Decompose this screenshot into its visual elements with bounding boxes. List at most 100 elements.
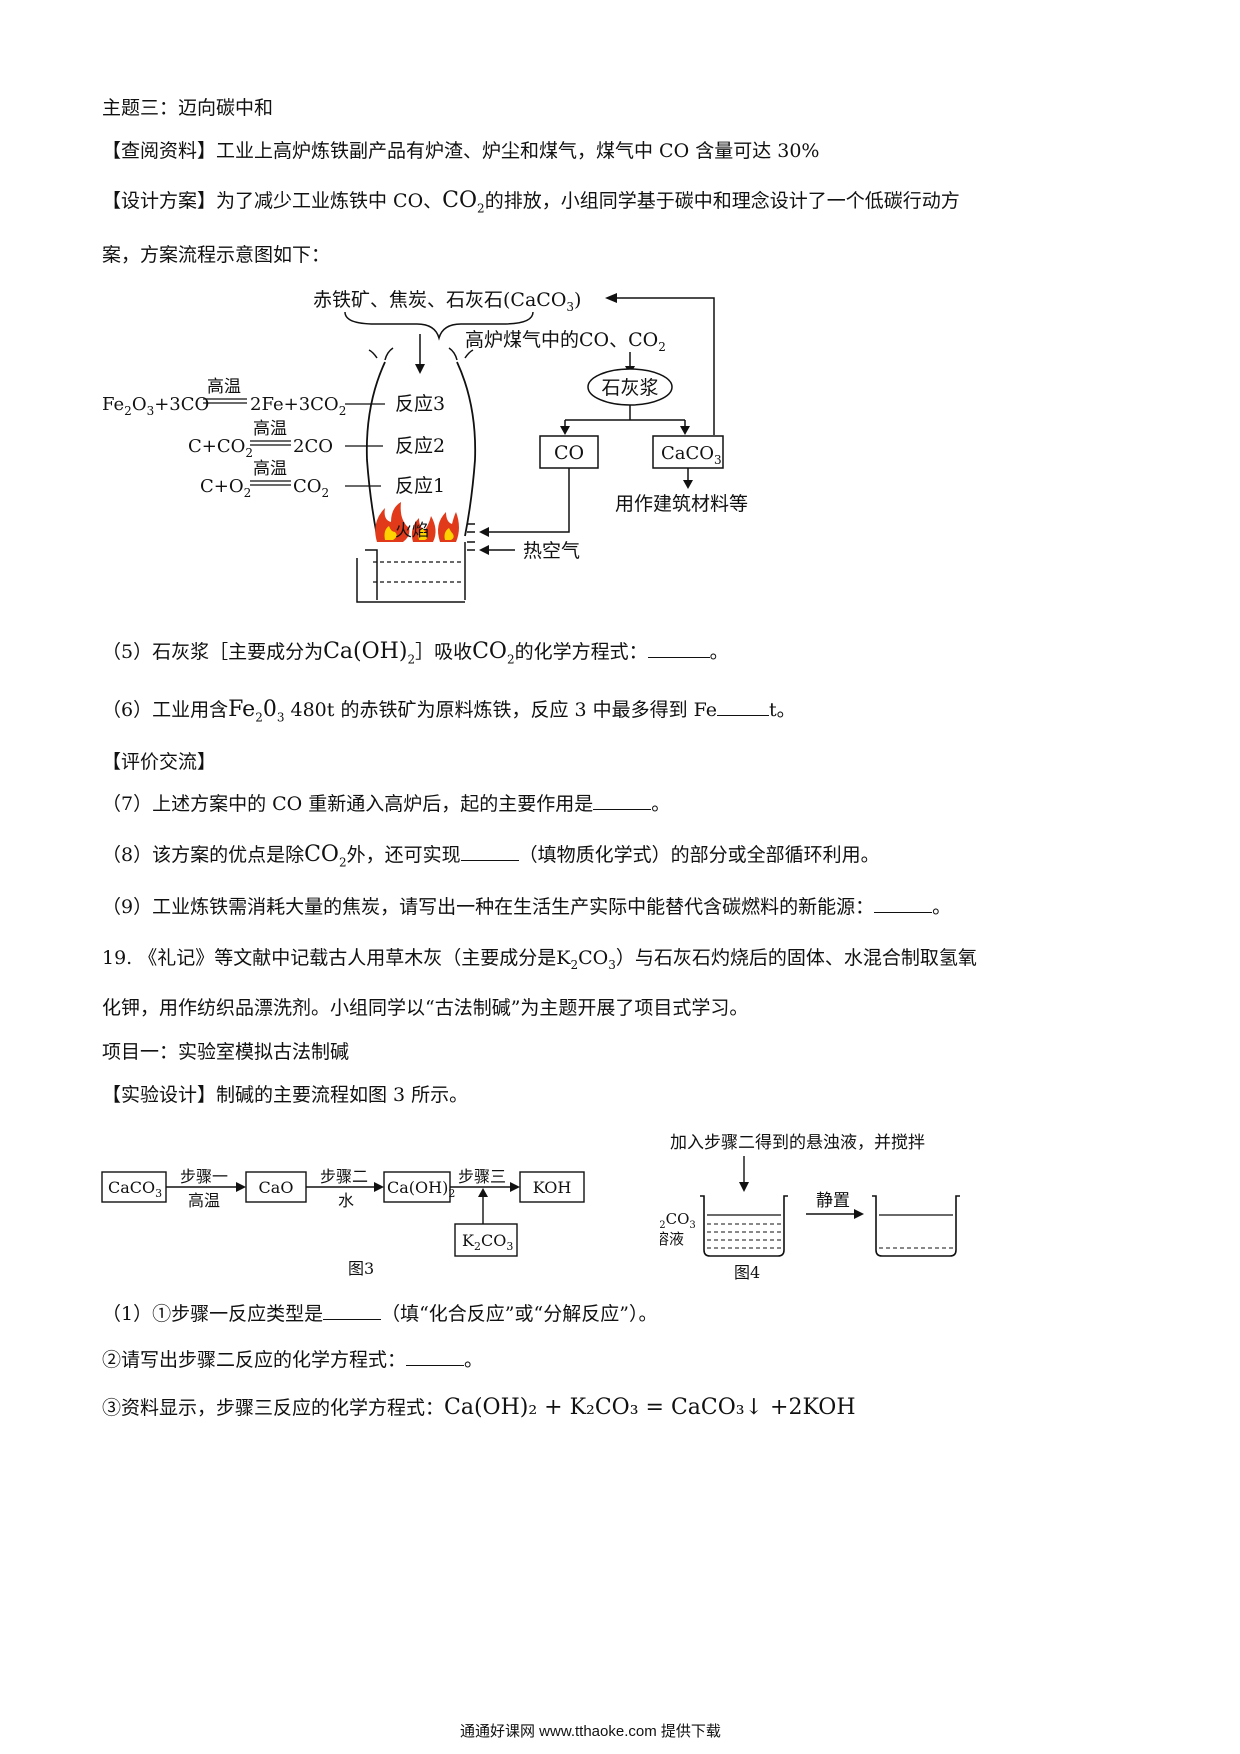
stand-label: 静置: [816, 1191, 850, 1211]
q7-text: （7）上述方案中的 CO 重新通入高炉后，起的主要作用是: [102, 793, 594, 815]
q19-question-1-2: ②请写出步骤二反应的化学方程式： 。: [102, 1348, 483, 1372]
project1-heading: 项目一：实验室模拟古法制碱: [102, 1041, 350, 1063]
q7-end: 。: [651, 793, 671, 815]
q8-text-c: （填物质化学式）的部分或全部循环利用。: [518, 844, 880, 866]
solution-word: 溶液: [660, 1230, 684, 1248]
q19-intro-line2: 化钾，用作纺织品漂洗剂。小组同学以“古法制碱”为主题开展了项目式学习。: [102, 997, 749, 1019]
footer-text: 通通好课网 www.tthaoke.com 提供下载: [460, 1723, 721, 1740]
flame-icon: [375, 502, 459, 542]
equation-1: C+O2: [200, 476, 251, 500]
co2-formula-q8: CO2: [304, 842, 347, 870]
flow-box-koh: [519, 1171, 585, 1203]
q6-text-b: 480t 的赤铁矿为原料炼铁，反应 3 中最多得到 Fe: [284, 699, 718, 721]
exp-text: 制碱的主要流程如图 3 所示。: [216, 1084, 469, 1106]
lookup-label: 【查阅资料】: [102, 140, 217, 162]
exp-label: 【实验设计】: [102, 1084, 217, 1106]
flow-box-k2co3: [454, 1223, 518, 1257]
brace-icon: [344, 311, 534, 341]
building-use-label: 用作建筑材料等: [615, 493, 748, 515]
step1-label: 步骤一: [180, 1167, 228, 1186]
q19-3-text: ③资料显示，步骤三反应的化学方程式：: [102, 1397, 445, 1419]
q6-end: t。: [769, 699, 796, 721]
co2-formula-q5: CO2: [472, 639, 515, 667]
question-6: （6）工业用含Fe203 480t 的赤铁矿为原料炼铁，反应 3 中最多得到 F…: [102, 698, 796, 729]
q19-intro-line1: 19. 《礼记》等文献中记载古人用草木灰（主要成分是K2CO3）与石灰石灼烧后的…: [102, 946, 977, 977]
equation-1-product: CO2: [293, 476, 329, 500]
flow-box-caoh2: [383, 1171, 451, 1203]
reaction2-label: 反应2: [395, 435, 445, 457]
flow-box-caco3-label: CaCO3: [108, 1178, 162, 1200]
q5-end: 。: [709, 641, 729, 663]
fig4-caption: 图4: [734, 1263, 760, 1282]
furnace-diagram: 赤铁矿、焦炭、石灰石(CaCO3) 高炉煤气中的CO、CO2 火焰 反应3 反应…: [102, 289, 748, 603]
hot-air-label: 热空气: [523, 540, 580, 562]
q19-intro-a: 19. 《礼记》等文献中记载古人用草木灰（主要成分是: [102, 947, 557, 969]
answer-blank-q19-1[interactable]: [323, 1303, 382, 1320]
q19-2-end: 。: [464, 1349, 484, 1371]
theme-heading: 主题三：迈向碳中和: [102, 97, 274, 119]
exp-design-paragraph: 【实验设计】制碱的主要流程如图 3 所示。: [102, 1083, 468, 1107]
lookup-text: 工业上高炉炼铁副产品有炉渣、炉尘和煤气，煤气中 CO 含量可达 30%: [216, 140, 820, 162]
answer-blank-q5[interactable]: [647, 641, 710, 658]
q19-2-text: ②请写出步骤二反应的化学方程式：: [102, 1349, 407, 1371]
lime-slurry-label: 石灰浆: [601, 377, 658, 399]
answer-blank-q19-2[interactable]: [406, 1349, 465, 1366]
q5-text-c: 的化学方程式：: [514, 641, 648, 663]
furnace-gas-label: 高炉煤气中的CO、CO2: [465, 329, 666, 354]
q19-question-1-1: （1）①步骤一反应类型是（填“化合反应”或“分解反应”）。: [102, 1302, 657, 1326]
equation-3: Fe2O3+3CO: [102, 394, 209, 418]
condition-1: 高温: [253, 459, 287, 479]
k2co3-formula: K2CO3: [556, 947, 616, 972]
add-suspension-label: 加入步骤二得到的悬浊液，并搅拌: [670, 1133, 925, 1153]
equation-3-product: 2Fe+3CO2: [250, 394, 346, 418]
k2co3-solution-label: K2CO3: [660, 1210, 696, 1231]
design-label: 【设计方案】: [102, 190, 217, 212]
flow-box-caco3: [101, 1171, 167, 1203]
step1-condition: 高温: [188, 1191, 220, 1210]
lookup-paragraph: 【查阅资料】工业上高炉炼铁副产品有炉渣、炉尘和煤气，煤气中 CO 含量可达 30…: [102, 139, 819, 163]
flame-label: 火焰: [395, 521, 429, 541]
flow-box-cao-label: CaO: [259, 1178, 294, 1197]
co-box: [539, 435, 599, 469]
co2-formula: CO2: [442, 188, 485, 216]
fe2o3-formula: Fe203: [228, 697, 285, 725]
beaker-1: [700, 1195, 788, 1257]
design-text-a: 为了减少工业炼铁中 CO、: [216, 190, 443, 212]
caoh2-formula: Ca(OH)2: [323, 639, 416, 667]
beaker-2: [872, 1195, 960, 1257]
condition-2: 高温: [253, 419, 287, 439]
equation-2: C+CO2: [188, 436, 253, 460]
q8-text-b: 外，还可实现: [346, 844, 461, 866]
answer-blank-q6[interactable]: [717, 699, 770, 716]
question-9: （9）工业炼铁需消耗大量的焦炭，请写出一种在生活生产实际中能替代含碳燃料的新能源…: [102, 895, 951, 919]
answer-blank-q9[interactable]: [874, 896, 933, 913]
step2-condition: 水: [338, 1191, 354, 1210]
q5-text-b: ］吸收: [415, 641, 473, 663]
eval-label: 【评价交流】: [102, 751, 217, 773]
answer-blank-q8[interactable]: [460, 844, 519, 861]
q6-text-a: （6）工业用含: [102, 699, 229, 721]
reaction1-label: 反应1: [395, 475, 445, 497]
question-5: （5）石灰浆［主要成分为Ca(OH)2］吸收CO2的化学方程式： 。: [102, 640, 729, 671]
reaction3-label: 反应3: [395, 393, 445, 415]
caco3-box: [652, 435, 724, 469]
caco3-box-label: CaCO3: [661, 443, 722, 467]
flow-box-caoh2-label: Ca(OH)2: [387, 1178, 455, 1200]
flow-box-koh-label: KOH: [533, 1178, 572, 1197]
question-7: （7）上述方案中的 CO 重新通入高炉后，起的主要作用是 。: [102, 792, 670, 816]
condition-3: 高温: [207, 377, 241, 397]
equation-2-product: 2CO: [293, 436, 333, 457]
raw-materials-label: 赤铁矿、焦炭、石灰石(CaCO3): [313, 289, 581, 314]
design-text-c: 案，方案流程示意图如下：: [102, 244, 331, 266]
step2-label: 步骤二: [320, 1167, 368, 1186]
q9-end: 。: [932, 896, 952, 918]
answer-blank-q7[interactable]: [593, 793, 652, 810]
q19-question-1-3: ③资料显示，步骤三反应的化学方程式：Ca(OH)₂ + K₂CO₃ = CaCO…: [102, 1396, 856, 1420]
co-box-label: CO: [554, 442, 584, 464]
fig3-caption: 图3: [348, 1259, 374, 1278]
q5-text-a: （5）石灰浆［主要成分为: [102, 641, 324, 663]
q19-1-text-b: （填“化合反应”或“分解反应”）。: [381, 1303, 658, 1325]
step3-equation: Ca(OH)₂ + K₂CO₃ = CaCO₃↓ +2KOH: [444, 1395, 856, 1420]
q8-text-a: （8）该方案的优点是除: [102, 844, 305, 866]
q9-text: （9）工业炼铁需消耗大量的焦炭，请写出一种在生活生产实际中能替代含碳燃料的新能源…: [102, 896, 875, 918]
